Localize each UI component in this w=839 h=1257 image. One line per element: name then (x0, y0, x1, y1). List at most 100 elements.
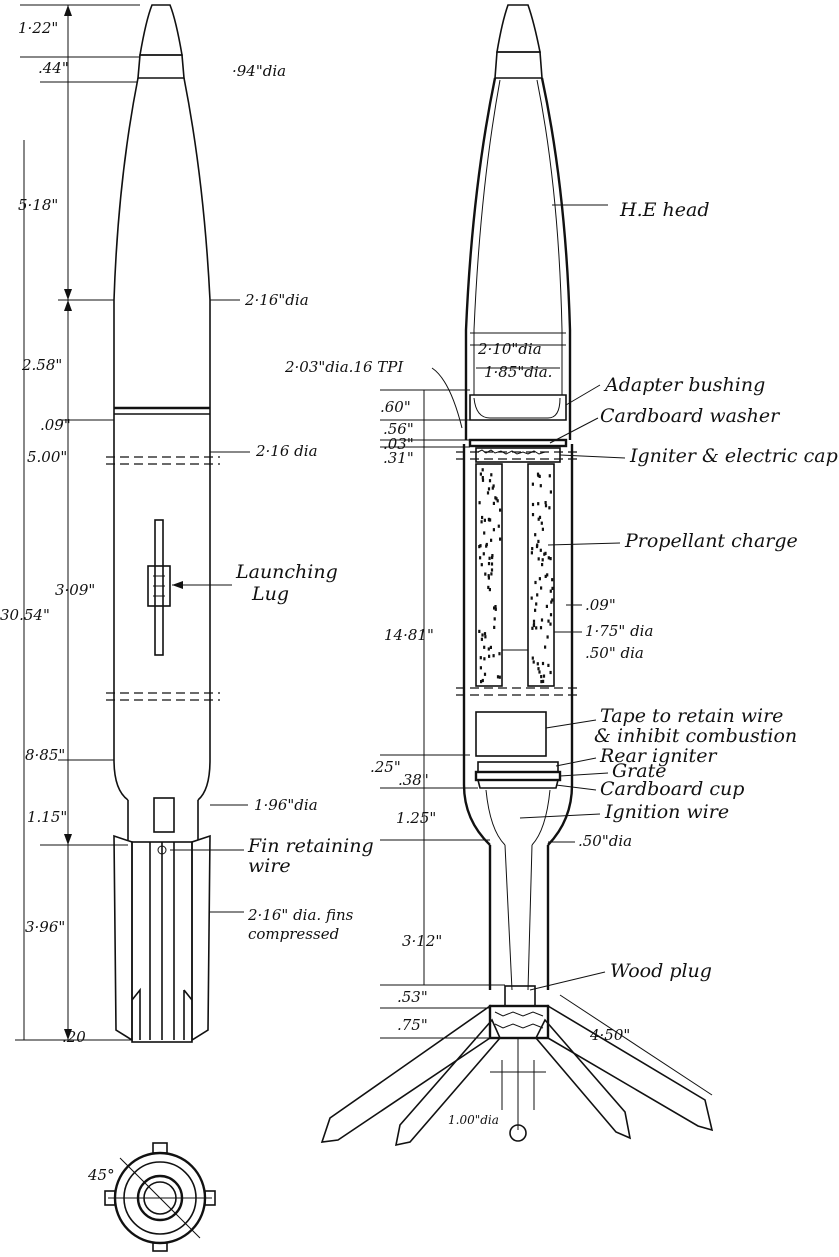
right-dimension-0: .60" (380, 398, 411, 416)
propellant-speck (478, 545, 481, 549)
propellant-speck (530, 551, 533, 555)
right-part-label-6: & inhibit combustion (594, 725, 797, 747)
right-callout-7: 1.00"dia (448, 1113, 499, 1127)
propellant-speck (549, 557, 552, 561)
propellant-speck (549, 622, 552, 626)
propellant-speck (485, 544, 488, 548)
arrow-1 (64, 5, 72, 16)
propellant-speck (481, 476, 484, 480)
propellant-speck (488, 479, 492, 483)
propellant-speck (548, 506, 551, 510)
left-callout-0: ·94"dia (232, 62, 286, 80)
fin-outer-right (547, 1004, 714, 1132)
leader-wood-plug (529, 971, 606, 991)
left-fin-left (113, 834, 133, 1042)
propellant-speck (481, 633, 484, 637)
left-dimension-column (15, 4, 140, 1041)
nozzle-taper (462, 784, 574, 846)
propellant-speck (531, 547, 534, 551)
propellant-speck (487, 647, 490, 651)
left-dimension-11: .20 (62, 1028, 86, 1046)
propellant-speck (544, 504, 548, 508)
propellant-speck (481, 515, 484, 520)
propellant-speck (544, 645, 547, 649)
propellant-speck (498, 675, 501, 679)
end-view-axis-diag (119, 1157, 201, 1239)
propellant-speck (540, 680, 543, 684)
propellant-speck (537, 473, 540, 478)
end-view-angle: 45° (87, 1166, 115, 1184)
right-callout-3: .09" (585, 596, 616, 614)
right-callout-6: .50"dia (578, 832, 632, 850)
right-rocket-cutaway (320, 4, 714, 1147)
left-callout-5: compressed (248, 925, 339, 943)
right-dimension-9: .53" (397, 988, 428, 1006)
fin-retaining-wire-label-line2: wire (248, 855, 291, 877)
propellant-speck (537, 502, 540, 506)
right-callout-4: 1·75" dia (585, 622, 653, 640)
right-dimension-7: 1.25" (396, 809, 436, 827)
propellant-speck (544, 501, 547, 505)
leader-washer (549, 417, 599, 444)
propellant-speck (535, 602, 538, 606)
propellant-speck (490, 473, 493, 477)
right-part-label-8: Grate (612, 760, 666, 782)
launching-lug-label-line2: Lug (251, 583, 289, 605)
propellant-speck (487, 585, 490, 589)
left-dimension-6: 3·09" (55, 581, 95, 599)
propellant-speck (481, 468, 484, 472)
left-callout-2: 2·16 dia (255, 442, 318, 460)
left-dimension-labels: 1·22".44"5·18"2.58".09"5.00"3·09"30.54"8… (0, 19, 95, 1046)
propellant-speck (490, 568, 494, 572)
fin-outer-left (320, 1004, 491, 1143)
leader-propellant (547, 542, 621, 546)
left-dimension-4: .09" (40, 416, 71, 434)
propellant-speck (551, 598, 554, 602)
tape-retain-wire (475, 711, 547, 757)
propellant-speck (488, 518, 491, 522)
end-view (104, 1142, 216, 1252)
leader-tape (545, 719, 597, 729)
propellant-speck (538, 670, 541, 674)
left-callout-4: 2·16" dia. fins (247, 906, 354, 924)
propellant-speck (492, 484, 495, 488)
cardboard-washer (468, 438, 568, 448)
propellant-speck (539, 484, 542, 488)
arrow-3 (64, 300, 72, 311)
propellant-speck (492, 654, 495, 658)
right-part-label-4: Propellant charge (624, 530, 798, 552)
propellant-speck (541, 563, 544, 567)
propellant-speck (499, 508, 502, 512)
end-view-fin-left (104, 1190, 116, 1206)
right-dimension-10: .75" (397, 1016, 428, 1034)
left-ogive (113, 77, 211, 301)
propellant-speck (531, 482, 534, 486)
propellant-speck (480, 520, 483, 524)
right-dimension-1: .56" (383, 420, 414, 438)
right-part-label-1: Adapter bushing (603, 374, 765, 396)
propellant-speck (486, 491, 490, 495)
right-part-label-0: H.E head (619, 199, 710, 221)
propellant-speck (534, 580, 537, 585)
left-part-labels: Launching Lug Fin retaining wire 45° (87, 561, 374, 1184)
propellant-speck (532, 622, 536, 627)
propellant-speck (546, 635, 549, 639)
propellant-speck (538, 577, 541, 581)
propellant-speck (551, 586, 554, 590)
propellant-speck (540, 586, 543, 590)
right-nose-tip (496, 4, 541, 53)
propellant-speck (544, 574, 547, 578)
propellant-speck (547, 556, 550, 560)
propellant-speck (483, 657, 486, 661)
wood-plug (504, 985, 536, 1007)
propellant-speck (531, 513, 535, 517)
propellant-speck (478, 501, 481, 505)
left-dimension-2: 5·18" (18, 196, 58, 214)
left-nose-tip (139, 4, 183, 56)
propellant-speck (493, 617, 496, 621)
bottom-hole (509, 1124, 527, 1142)
propellant-speck (537, 539, 540, 543)
